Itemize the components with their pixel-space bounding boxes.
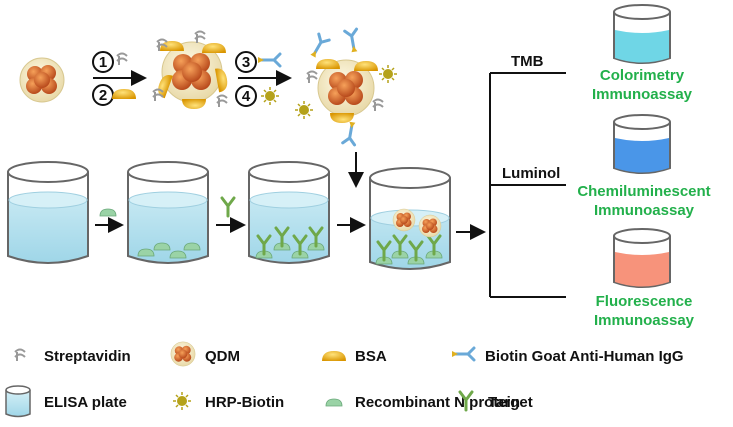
svg-text:3: 3 bbox=[242, 54, 250, 71]
legend-label-elisa-plate: ELISA plate bbox=[44, 394, 127, 411]
elisa-well-coated bbox=[127, 161, 209, 264]
streptavidin-legend-icon bbox=[14, 348, 26, 362]
hrp-step-icon bbox=[260, 86, 280, 106]
hrp-biotin-legend-icon bbox=[172, 391, 192, 411]
streptavidin-step-icon bbox=[116, 52, 128, 66]
qdm-streptavidin-bsa-particle bbox=[152, 30, 229, 109]
assay-label-chemiluminescent-2: Immunoassay bbox=[594, 202, 695, 219]
legend-label-bsa: BSA bbox=[355, 348, 387, 365]
step-3: 3 bbox=[235, 51, 257, 73]
reagent-label-tmb: TMB bbox=[511, 53, 544, 70]
legend-label-target: Target bbox=[488, 394, 533, 411]
elisa-well-target bbox=[248, 161, 330, 264]
legend-label-streptavidin: Streptavidin bbox=[44, 348, 131, 365]
n-protein-add-icon bbox=[99, 208, 117, 217]
qdm-particle-initial bbox=[19, 57, 65, 103]
assay-label-colorimetry-1: Colorimetry bbox=[600, 67, 685, 84]
igg-legend-icon bbox=[450, 346, 476, 362]
target-add-icon bbox=[220, 196, 236, 218]
step-1: 1 bbox=[92, 51, 114, 73]
legend-label-qdm: QDM bbox=[205, 348, 240, 365]
legend-label-hrp-biotin: HRP-Biotin bbox=[205, 394, 284, 411]
legend-label-biotin-igg: Biotin Goat Anti-Human IgG bbox=[485, 348, 684, 365]
bsa-legend-icon bbox=[322, 351, 346, 361]
bsa-step-icon bbox=[112, 89, 136, 99]
beaker-fluorescence bbox=[613, 228, 671, 288]
qdm-legend-icon bbox=[170, 341, 196, 367]
beaker-colorimetry bbox=[613, 4, 671, 64]
step-4: 4 bbox=[235, 85, 257, 107]
svg-text:2: 2 bbox=[99, 87, 107, 104]
legend: Streptavidin QDM BSA Biotin Goat Anti-Hu… bbox=[5, 341, 684, 418]
elisa-well-empty bbox=[7, 161, 89, 264]
n-protein-legend-icon bbox=[325, 398, 343, 407]
assay-label-chemiluminescent-1: Chemiluminescent bbox=[577, 183, 710, 200]
igg-step-icon bbox=[256, 52, 282, 68]
reagent-label-luminol: Luminol bbox=[502, 165, 560, 182]
assay-label-fluorescence-2: Immunoassay bbox=[594, 312, 695, 329]
elisa-plate-legend-icon bbox=[5, 385, 31, 418]
assay-label-colorimetry-2: Immunoassay bbox=[592, 86, 693, 103]
beaker-chemiluminescent bbox=[613, 114, 671, 174]
detection-bracket bbox=[489, 72, 566, 298]
svg-text:4: 4 bbox=[242, 88, 251, 105]
assay-label-fluorescence-1: Fluorescence bbox=[596, 293, 693, 310]
svg-text:1: 1 bbox=[99, 54, 107, 71]
step-2: 2 bbox=[92, 84, 114, 106]
qdm-probe-final bbox=[294, 27, 398, 147]
elisa-well-probe-bound bbox=[369, 167, 451, 270]
legend-label-n-protein: Recombinant N protein bbox=[355, 394, 520, 411]
